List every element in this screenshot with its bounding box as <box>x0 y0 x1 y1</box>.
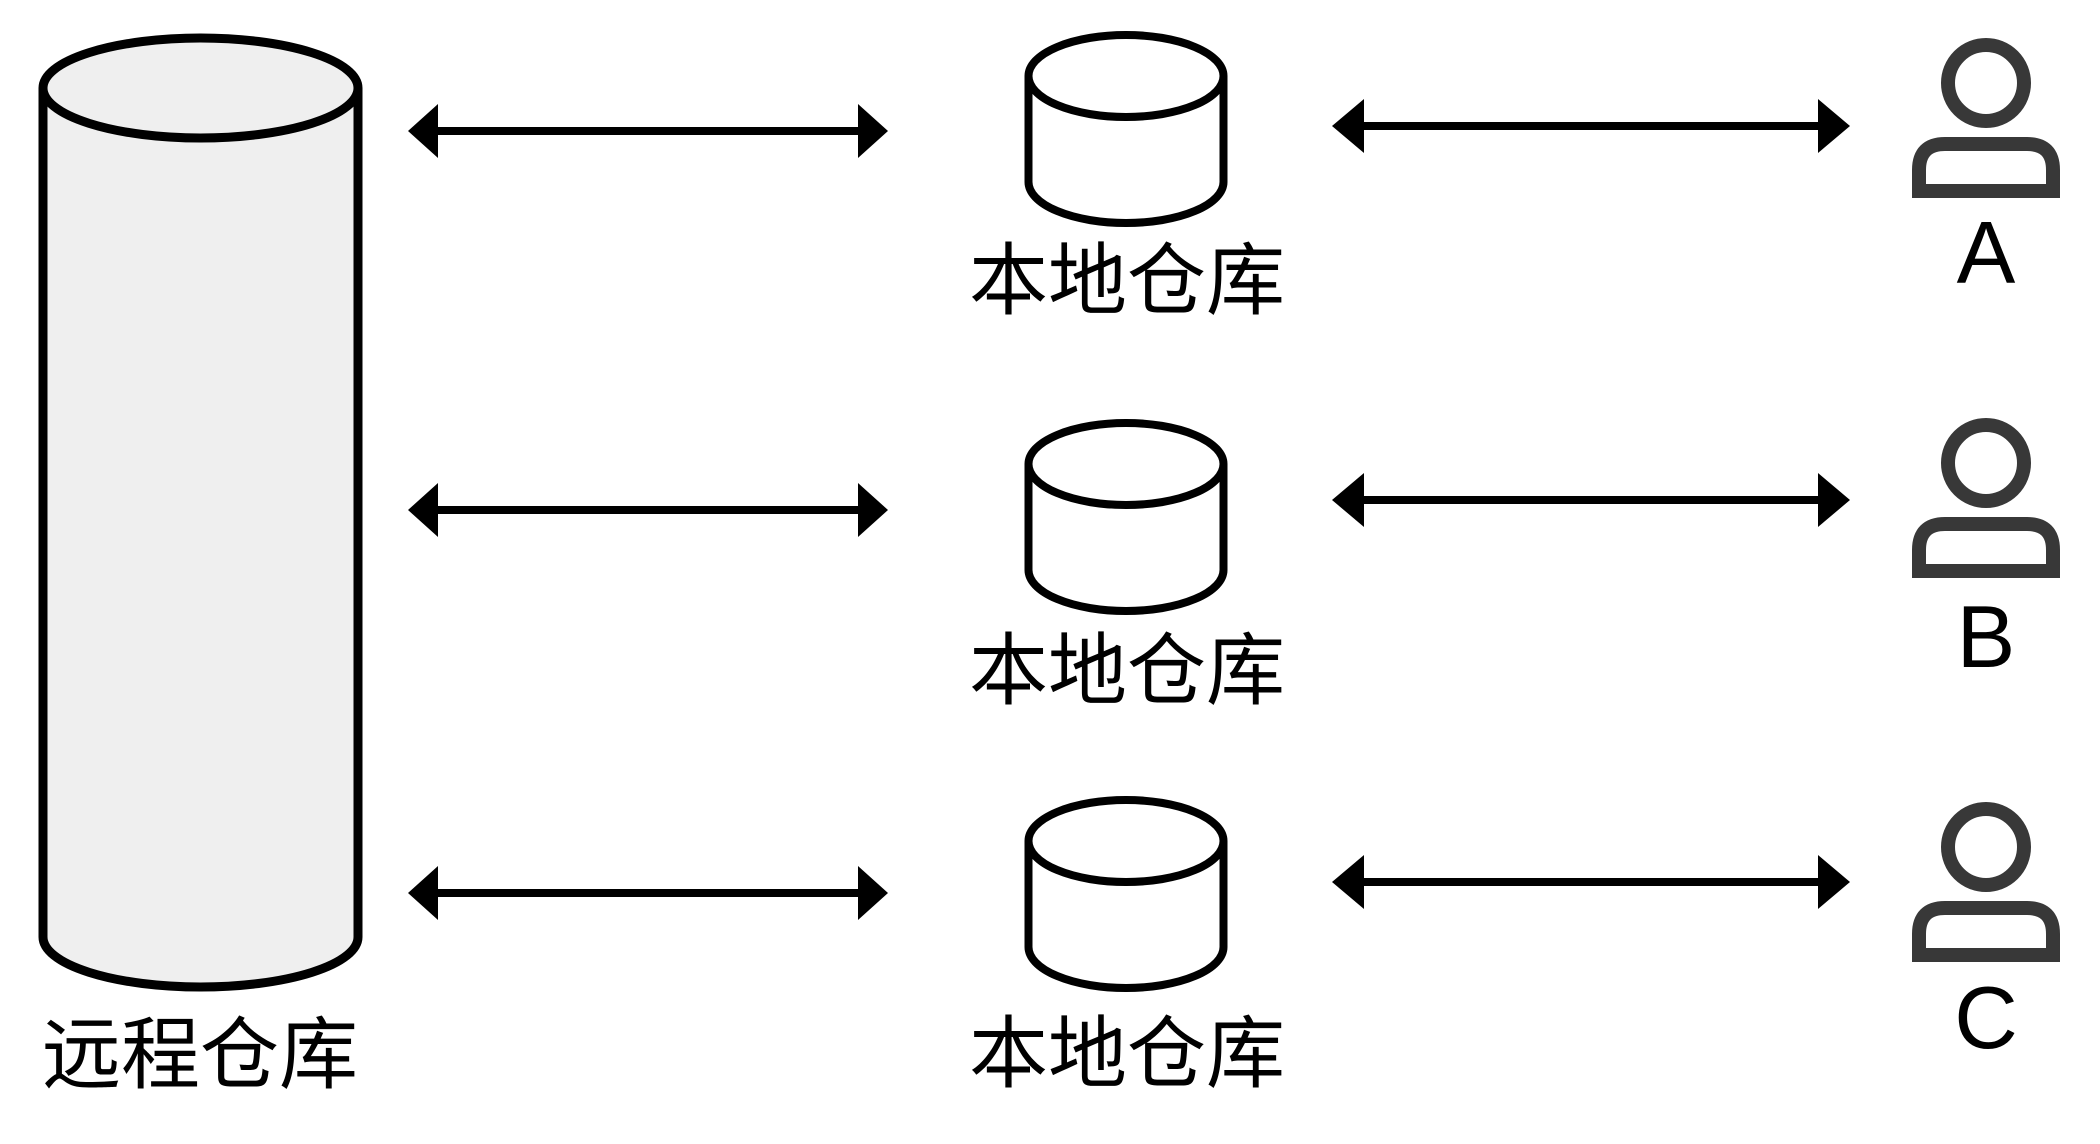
local-repository-label: 本地仓库 <box>969 626 1285 715</box>
local-repository-3: 本地仓库 <box>969 796 1285 1098</box>
remote-repository-label: 远程仓库 <box>42 1010 358 1099</box>
arrowhead-left <box>1332 99 1364 153</box>
arrowhead-right <box>858 483 888 537</box>
database-cylinder-icon <box>38 88 363 992</box>
arrow-local-user-1 <box>1332 99 1850 153</box>
user-label: A <box>1957 203 2016 302</box>
arrowhead-right <box>858 104 888 158</box>
arrowhead-right <box>1818 473 1850 527</box>
arrowhead-right <box>858 866 888 920</box>
database-cylinder-top <box>38 33 363 143</box>
user-c: C <box>1912 802 2060 1067</box>
database-cylinder-top <box>1024 796 1228 886</box>
arrow-remote-local-1 <box>408 104 888 158</box>
user-label: B <box>1957 587 2016 686</box>
arrowhead-left <box>408 866 438 920</box>
user-icon-head <box>1941 418 2031 508</box>
arrow-remote-local-2 <box>408 483 888 537</box>
arrow-remote-local-3 <box>408 866 888 920</box>
local-repository-1: 本地仓库 <box>969 31 1285 325</box>
local-repository-label: 本地仓库 <box>969 1009 1285 1098</box>
arrowhead-left <box>408 104 438 158</box>
remote-repository: 远程仓库 <box>38 33 363 1099</box>
user-label: C <box>1954 968 2018 1067</box>
user-b: B <box>1912 418 2060 686</box>
database-cylinder-top <box>1024 419 1228 509</box>
local-repository-2: 本地仓库 <box>969 419 1285 715</box>
arrowhead-right <box>1818 855 1850 909</box>
arrowhead-left <box>1332 855 1364 909</box>
user-icon-body <box>1912 517 2060 578</box>
arrowhead-right <box>1818 99 1850 153</box>
arrowhead-left <box>1332 473 1364 527</box>
arrow-local-user-3 <box>1332 855 1850 909</box>
database-cylinder-top <box>1024 31 1228 121</box>
user-icon-body <box>1912 901 2060 962</box>
user-a: A <box>1912 38 2060 302</box>
user-icon-head <box>1941 38 2031 128</box>
arrowhead-left <box>408 483 438 537</box>
user-icon-body <box>1912 137 2060 198</box>
arrow-local-user-2 <box>1332 473 1850 527</box>
local-repository-label: 本地仓库 <box>969 236 1285 325</box>
user-icon-head <box>1941 802 2031 892</box>
